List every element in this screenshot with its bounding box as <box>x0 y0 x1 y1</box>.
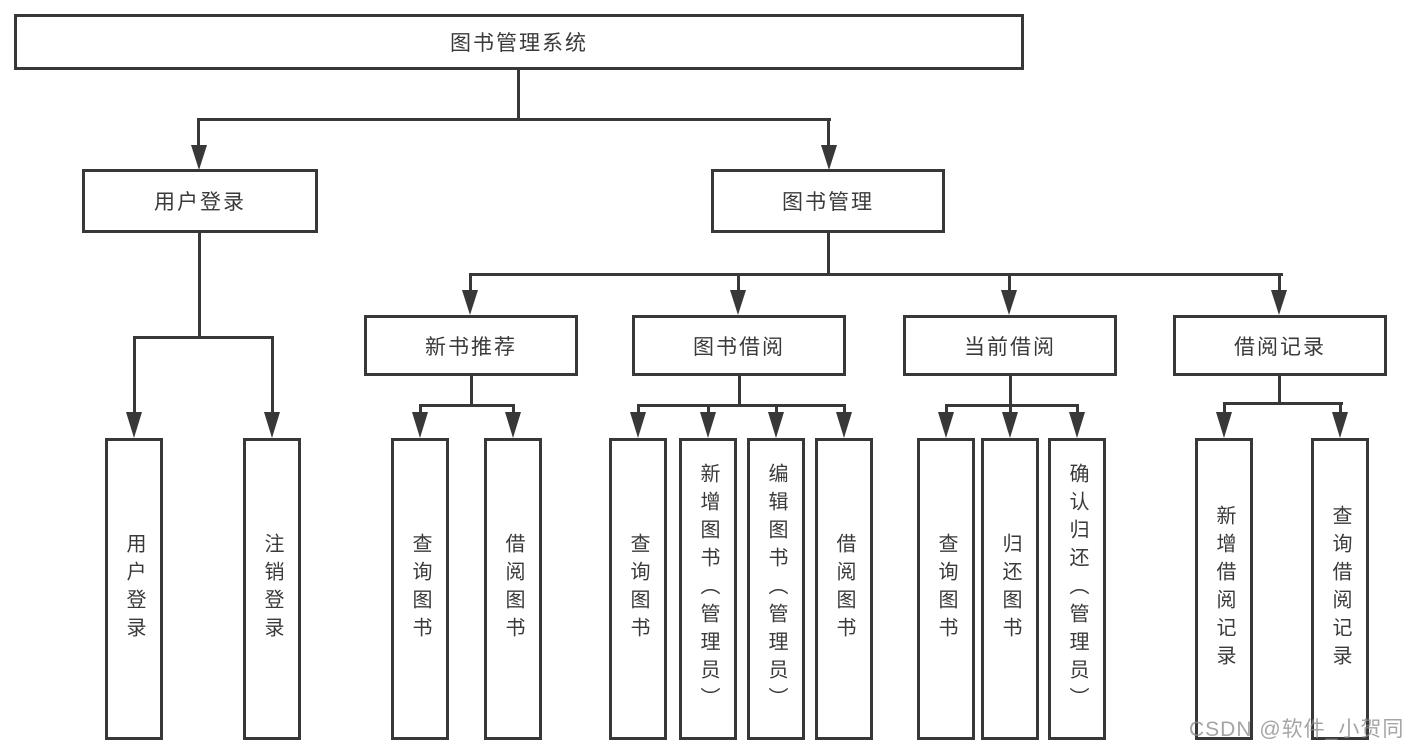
node-library-management-system: 图书管理系统 <box>14 14 1024 70</box>
arrow-down-icon <box>730 290 746 315</box>
connector-root-drop-right <box>827 118 830 147</box>
connector-mgmt-rail <box>470 273 1283 276</box>
arrow-down-icon <box>630 412 646 438</box>
node-book-borrowing: 图书借阅 <box>632 315 846 376</box>
node-user-login-leaf: 用户登录 <box>105 438 163 740</box>
connector-records-drop-2 <box>1339 402 1342 414</box>
connector-records-rail <box>1223 402 1343 405</box>
connector-current-stem <box>1009 376 1012 404</box>
csdn-watermark: CSDN @软件_小贺同学 <box>1189 718 1405 741</box>
arrow-down-icon <box>1069 412 1085 438</box>
arrow-down-icon <box>412 412 428 438</box>
connector-mgmt-stem <box>827 233 830 273</box>
node-logout: 注销登录 <box>243 438 301 740</box>
arrow-down-icon <box>1271 290 1287 315</box>
connector-recommend-stem <box>470 376 473 404</box>
connector-borrow-stem <box>738 376 741 404</box>
node-new-book-recommendation: 新书推荐 <box>364 315 578 376</box>
connector-recommend-drop-1 <box>419 404 422 414</box>
connector-mgmt-drop-2 <box>737 273 740 291</box>
arrow-down-icon <box>505 412 521 438</box>
connector-mgmt-drop-1 <box>469 273 472 291</box>
arrow-down-icon <box>700 412 716 438</box>
node-add-borrow-record: 新增借阅记录 <box>1195 438 1253 740</box>
connector-root-stem <box>517 70 520 118</box>
connector-records-drop-1 <box>1223 402 1226 414</box>
connector-login-drop-2 <box>271 336 274 414</box>
arrow-down-icon <box>1002 412 1018 438</box>
connector-recommend-rail <box>419 404 515 407</box>
arrow-down-icon <box>821 145 837 170</box>
node-query-borrow-record: 查询借阅记录 <box>1311 438 1369 740</box>
node-borrow-books-recommend: 借阅图书 <box>484 438 542 740</box>
node-edit-book-admin: 编辑图书（管理员） <box>747 438 805 740</box>
arrow-down-icon <box>462 290 478 315</box>
connector-current-drop-3 <box>1076 404 1079 414</box>
connector-current-rail <box>945 404 1079 407</box>
connector-borrow-drop-3 <box>775 404 778 414</box>
connector-root-drop-left <box>197 118 200 147</box>
connector-borrow-rail <box>637 404 846 407</box>
connector-login-stem <box>198 233 201 336</box>
node-add-book-admin: 新增图书（管理员） <box>679 438 737 740</box>
arrow-down-icon <box>1332 412 1348 438</box>
connector-current-drop-1 <box>945 404 948 414</box>
connector-borrow-drop-4 <box>843 404 846 414</box>
node-book-management: 图书管理 <box>711 169 945 233</box>
node-borrow-books: 借阅图书 <box>815 438 873 740</box>
node-borrowing-records: 借阅记录 <box>1173 315 1387 376</box>
node-query-books-borrow: 查询图书 <box>609 438 667 740</box>
connector-borrow-drop-1 <box>637 404 640 414</box>
arrow-down-icon <box>264 412 280 438</box>
connector-current-drop-2 <box>1009 404 1012 414</box>
arrow-down-icon <box>768 412 784 438</box>
connector-mgmt-drop-3 <box>1008 273 1011 291</box>
connector-login-rail <box>133 336 274 339</box>
node-current-borrowing: 当前借阅 <box>903 315 1117 376</box>
node-query-books-current: 查询图书 <box>917 438 975 740</box>
node-confirm-return-admin: 确认归还（管理员） <box>1048 438 1106 740</box>
connector-mgmt-drop-4 <box>1278 273 1281 291</box>
arrow-down-icon <box>1216 412 1232 438</box>
connector-login-drop-1 <box>133 336 136 414</box>
arrow-down-icon <box>126 412 142 438</box>
arrow-down-icon <box>191 145 207 170</box>
arrow-down-icon <box>836 412 852 438</box>
connector-borrow-drop-2 <box>707 404 710 414</box>
node-query-books-recommend: 查询图书 <box>391 438 449 740</box>
arrow-down-icon <box>1001 290 1017 315</box>
connector-root-rail <box>197 118 831 121</box>
connector-records-stem <box>1278 376 1281 402</box>
arrow-down-icon <box>938 412 954 438</box>
connector-recommend-drop-2 <box>512 404 515 414</box>
node-user-login: 用户登录 <box>82 169 318 233</box>
node-return-books: 归还图书 <box>981 438 1039 740</box>
